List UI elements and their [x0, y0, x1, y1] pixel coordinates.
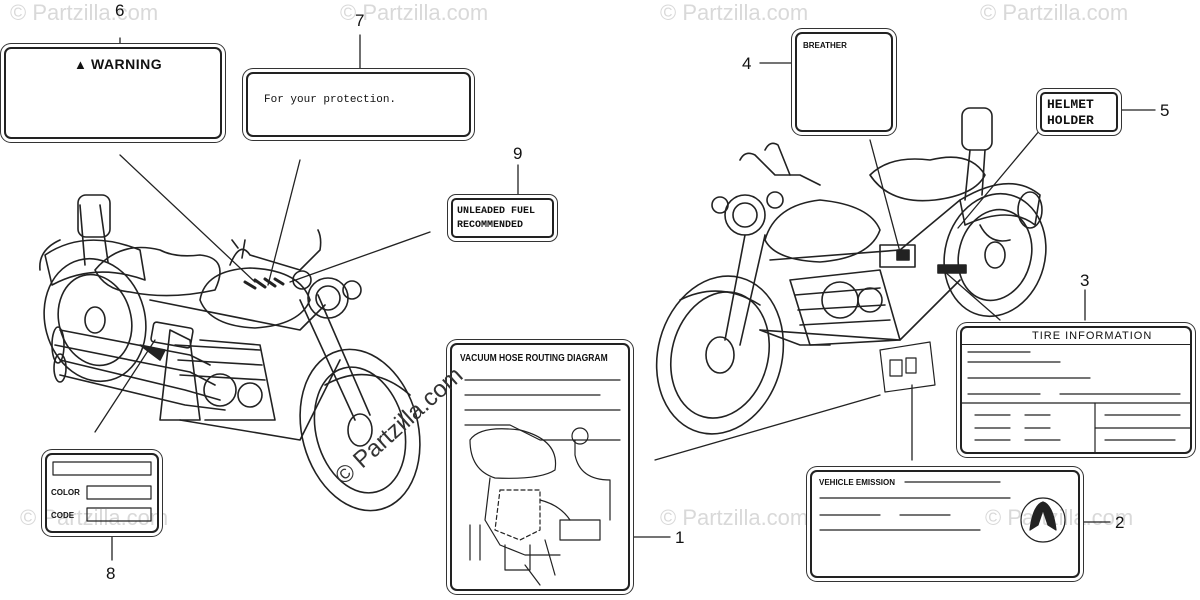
tire-information-label: TIRE INFORMATION	[960, 326, 1192, 454]
warning-label: ▲ WARNING	[4, 47, 222, 139]
callout-8: 8	[106, 564, 116, 583]
code-text: CODE	[51, 511, 75, 520]
watermark-tr2: © Partzilla.com	[980, 0, 1129, 25]
helmet-holder-label: HELMET HOLDER	[1040, 92, 1118, 132]
vacuum-hose-routing-label: VACUUM HOSE ROUTING DIAGRAM	[450, 343, 630, 591]
callout-2: 2	[1115, 513, 1125, 532]
motorcycle-left-drawing	[39, 194, 421, 512]
vehicle-emission-label: VEHICLE EMISSION	[810, 470, 1080, 578]
callout-3: 3	[1080, 271, 1090, 290]
unleaded-line2: RECOMMENDED	[457, 220, 524, 231]
color-code-label: COLOR CODE	[45, 453, 159, 533]
tire-header-line	[962, 344, 1190, 345]
watermark-bc: © Partzilla.com	[660, 505, 809, 530]
watermark-tc: © Partzilla.com	[340, 0, 489, 25]
callout-1: 1	[675, 528, 685, 547]
watermark-bl: © Partzilla.com	[20, 505, 169, 530]
warning-text: WARNING	[91, 56, 163, 72]
callout-6: 6	[115, 1, 125, 20]
breather-text: BREATHER	[803, 41, 847, 50]
unleaded-line1: UNLEADED FUEL	[457, 206, 536, 217]
callout-4: 4	[742, 54, 752, 73]
vacuum-text: VACUUM HOSE ROUTING DIAGRAM	[460, 353, 608, 364]
helmet-line1: HELMET	[1047, 97, 1094, 112]
color-text: COLOR	[51, 488, 80, 497]
helmet-line2: HOLDER	[1047, 113, 1094, 128]
emission-text: VEHICLE EMISSION	[819, 478, 896, 487]
protection-label: For your protection.	[246, 72, 471, 137]
warning-triangle-icon: ▲	[74, 57, 87, 72]
callout-5: 5	[1160, 101, 1170, 120]
motorcycle-right-drawing	[655, 107, 1047, 435]
protection-text: For your protection.	[264, 94, 397, 106]
watermark-tl: © Partzilla.com	[10, 0, 159, 25]
watermark-tr: © Partzilla.com	[660, 0, 809, 25]
breather-label: BREATHER	[795, 32, 893, 132]
callout-7: 7	[355, 11, 365, 30]
leader-lines	[94, 34, 1156, 561]
watermark-br: © Partzilla.com	[985, 505, 1134, 530]
unleaded-fuel-label: UNLEADED FUEL RECOMMENDED	[451, 198, 554, 238]
callout-9: 9	[513, 144, 523, 163]
tire-text: TIRE INFORMATION	[1032, 330, 1153, 342]
